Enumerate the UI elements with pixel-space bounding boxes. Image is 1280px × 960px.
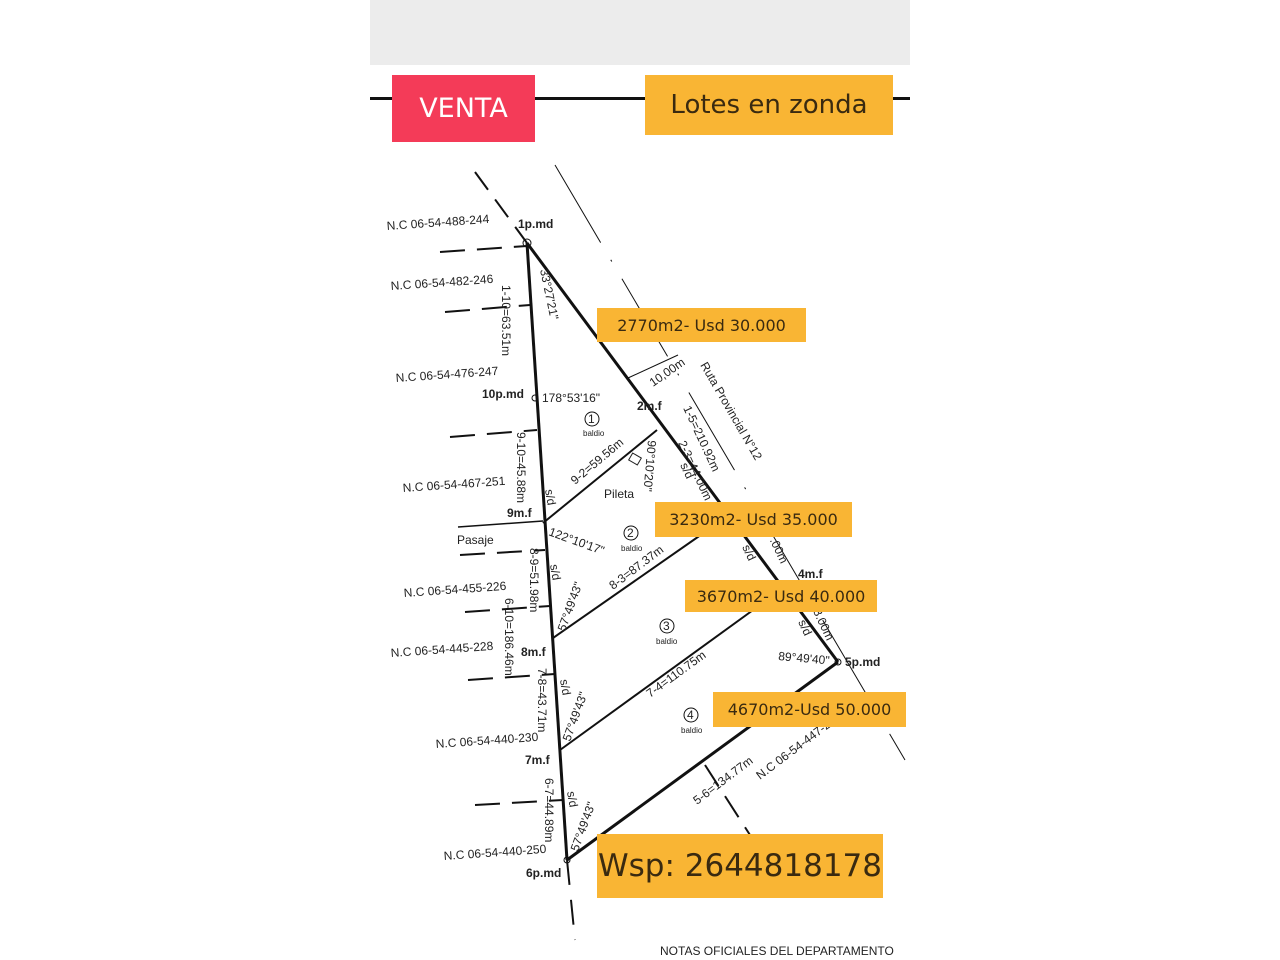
point-label: 6p.md bbox=[526, 866, 561, 880]
lot-1-price: 2770m2- Usd 30.000 bbox=[597, 308, 806, 342]
title-badge: Lotes en zonda bbox=[645, 75, 893, 135]
point-label: 4m.f bbox=[798, 567, 824, 581]
passage-label: Pasaje bbox=[457, 533, 494, 547]
line-8-3 bbox=[552, 531, 706, 639]
lot-number: 2 bbox=[627, 526, 634, 540]
measure-label: 7-4=110.75m bbox=[644, 648, 709, 701]
lot-4-price: 4670m2-Usd 50.000 bbox=[713, 692, 906, 727]
lot-status: baldio bbox=[656, 637, 678, 646]
line-7-4 bbox=[559, 604, 761, 751]
sd-label: s/d bbox=[542, 488, 559, 506]
point-label: 1p.md bbox=[518, 217, 553, 231]
lot-labels: 1 baldio 2 baldio 3 baldio 4 baldio bbox=[583, 412, 703, 735]
sd-label: s/d bbox=[677, 460, 696, 480]
point-label: 8m.f bbox=[521, 645, 547, 659]
measure-label: 7-8=43.71m bbox=[535, 668, 549, 732]
footer-notes: NOTAS OFICIALES DEL DEPARTAMENTO bbox=[660, 944, 894, 958]
west-boundary bbox=[525, 242, 569, 861]
parcel-label: N.C 06-54-445-228 bbox=[390, 639, 494, 660]
parcel-label: N.C 06-54-455-226 bbox=[403, 579, 507, 600]
pool-icon bbox=[627, 452, 643, 466]
angle-label: 90°10'20" bbox=[641, 440, 659, 492]
parcel-label: N.C 06-54-482-246 bbox=[390, 272, 494, 293]
angle-label: 33°27'21" bbox=[537, 268, 561, 321]
pool-label: Pileta bbox=[604, 487, 634, 501]
lot-number: 4 bbox=[687, 708, 694, 722]
measure-label: 6-7=44.89m bbox=[542, 778, 556, 842]
lot-number: 3 bbox=[663, 619, 670, 633]
sd-label: s/d bbox=[557, 678, 574, 696]
boundary-extension bbox=[474, 171, 528, 244]
lot-3-price: 3670m2- Usd 40.000 bbox=[685, 580, 877, 612]
sd-label: s/d bbox=[795, 617, 814, 637]
angle-label: 57°49'43" bbox=[555, 580, 586, 633]
whatsapp-contact: Wsp: 2644818178 bbox=[597, 834, 883, 898]
parcel-label: N.C 06-54-488-244 bbox=[386, 212, 490, 233]
measure-label: 6-10=186.46m bbox=[502, 598, 516, 676]
point-label: 2m.f bbox=[637, 399, 663, 413]
angle-label: 57°49'43" bbox=[568, 800, 599, 853]
point-labels: 1p.md 10p.md 2m.f 9m.f 8m.f 7m.f 6p.md 5… bbox=[482, 217, 880, 880]
point-label: 9m.f bbox=[507, 506, 533, 520]
angle-label: 89°49'40" bbox=[778, 649, 830, 667]
parcel-label: N.C 06-54-440-250 bbox=[443, 842, 547, 863]
angle-label: 57°49'43" bbox=[560, 690, 591, 743]
lot-status: baldio bbox=[681, 726, 703, 735]
road-edge bbox=[554, 164, 906, 761]
header-divider bbox=[370, 97, 910, 100]
line-9-2 bbox=[542, 429, 658, 524]
parcel-label: N.C 06-54-467-251 bbox=[402, 474, 506, 495]
angle-label: 122°10'17" bbox=[547, 525, 606, 558]
lot-2-price: 3230m2- Usd 35.000 bbox=[655, 502, 852, 537]
measure-label: 1-10=63.51m bbox=[499, 285, 513, 356]
lot-plan-diagram: N.C 06-54-488-244 N.C 06-54-482-246 N.C … bbox=[386, 164, 906, 958]
venta-badge: VENTA bbox=[392, 75, 535, 142]
parcel-label: N.C 06-54-440-230 bbox=[435, 730, 539, 751]
top-band bbox=[370, 0, 910, 65]
measure-label: 9-10=45.88m bbox=[514, 432, 528, 503]
measure-label: 8-9=51.98m bbox=[527, 548, 541, 612]
sd-label: s/d bbox=[564, 790, 581, 808]
lot-status: baldio bbox=[583, 429, 605, 438]
sd-label: s/d bbox=[739, 542, 758, 562]
lot-number: 1 bbox=[588, 412, 595, 426]
lot-status: baldio bbox=[621, 544, 643, 553]
point-label: 7m.f bbox=[525, 753, 551, 767]
angle-label: 178°53'16" bbox=[542, 391, 600, 405]
point-label: 5p.md bbox=[845, 655, 880, 669]
point-label: 10p.md bbox=[482, 387, 524, 401]
sd-label: s/d bbox=[547, 563, 564, 581]
parcel-label: N.C 06-54-476-247 bbox=[395, 364, 499, 385]
